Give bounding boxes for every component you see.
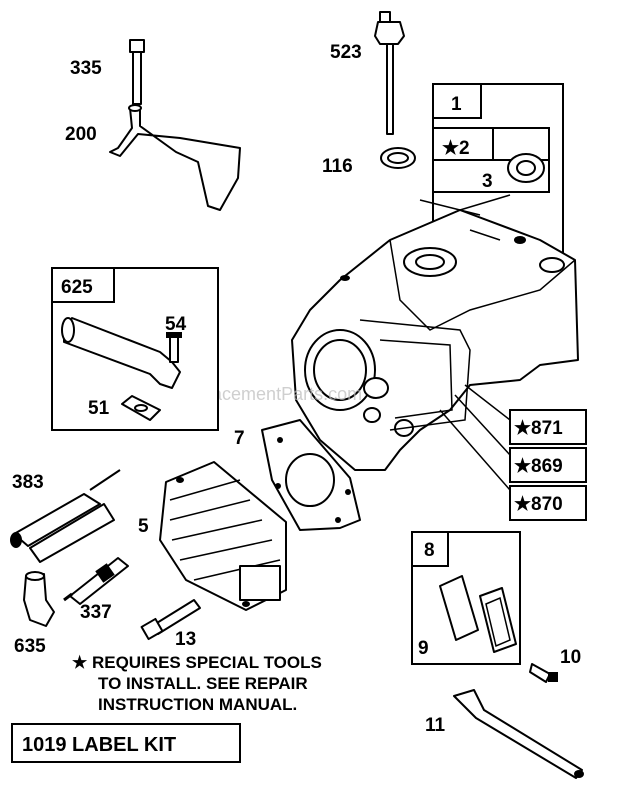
label-1: 1: [451, 94, 462, 115]
label-625: 625: [61, 277, 93, 298]
label-11: 11: [425, 715, 446, 736]
label-54: 54: [165, 314, 187, 335]
label-8: 8: [424, 540, 435, 561]
label-51: 51: [88, 398, 110, 419]
label-523: 523: [330, 42, 362, 63]
group-871-869-870: [509, 409, 587, 521]
label-3: 3: [482, 171, 493, 192]
label-871: ★871: [514, 418, 563, 439]
label-870: ★870: [514, 494, 563, 515]
group-1-box: [432, 83, 564, 265]
group-8-box: [411, 531, 521, 665]
part-635-elbow: [23, 571, 55, 627]
group-625-box: [51, 267, 219, 431]
label-7: 7: [234, 428, 245, 449]
label-kit-box: [11, 723, 241, 763]
label-337: 337: [80, 602, 112, 623]
part-383-tool: [10, 469, 121, 563]
part-200-bracket: [109, 104, 241, 211]
label-5: 5: [138, 516, 149, 537]
label-335: 335: [70, 58, 102, 79]
label-13: 13: [175, 629, 196, 650]
label-635: 635: [14, 636, 46, 657]
label-2: ★2: [442, 138, 470, 159]
label-200: 200: [65, 124, 97, 145]
label-116: 116: [322, 156, 353, 177]
note-line-3: INSTRUCTION MANUAL.: [98, 695, 297, 714]
label-869: ★869: [514, 456, 563, 477]
part-335-bolt: [129, 39, 145, 105]
part-5-cylinder-head: [159, 461, 287, 611]
label-383: 383: [12, 472, 44, 493]
part-7-gasket: [261, 419, 361, 531]
part-337-spark-plug: [63, 557, 129, 605]
note-line-2: TO INSTALL. SEE REPAIR: [98, 674, 308, 693]
note-line-1: ★ REQUIRES SPECIAL TOOLS: [72, 653, 322, 672]
label-9: 9: [418, 638, 429, 659]
part-523-dipstick: [374, 11, 405, 135]
part-10-screw: [529, 663, 558, 683]
label-10: 10: [560, 647, 581, 668]
label-kit: 1019 LABEL KIT: [22, 734, 176, 756]
part-13-bolt: [140, 599, 201, 641]
part-1-engine-block: [291, 194, 579, 491]
part-11-tube: [453, 689, 584, 779]
